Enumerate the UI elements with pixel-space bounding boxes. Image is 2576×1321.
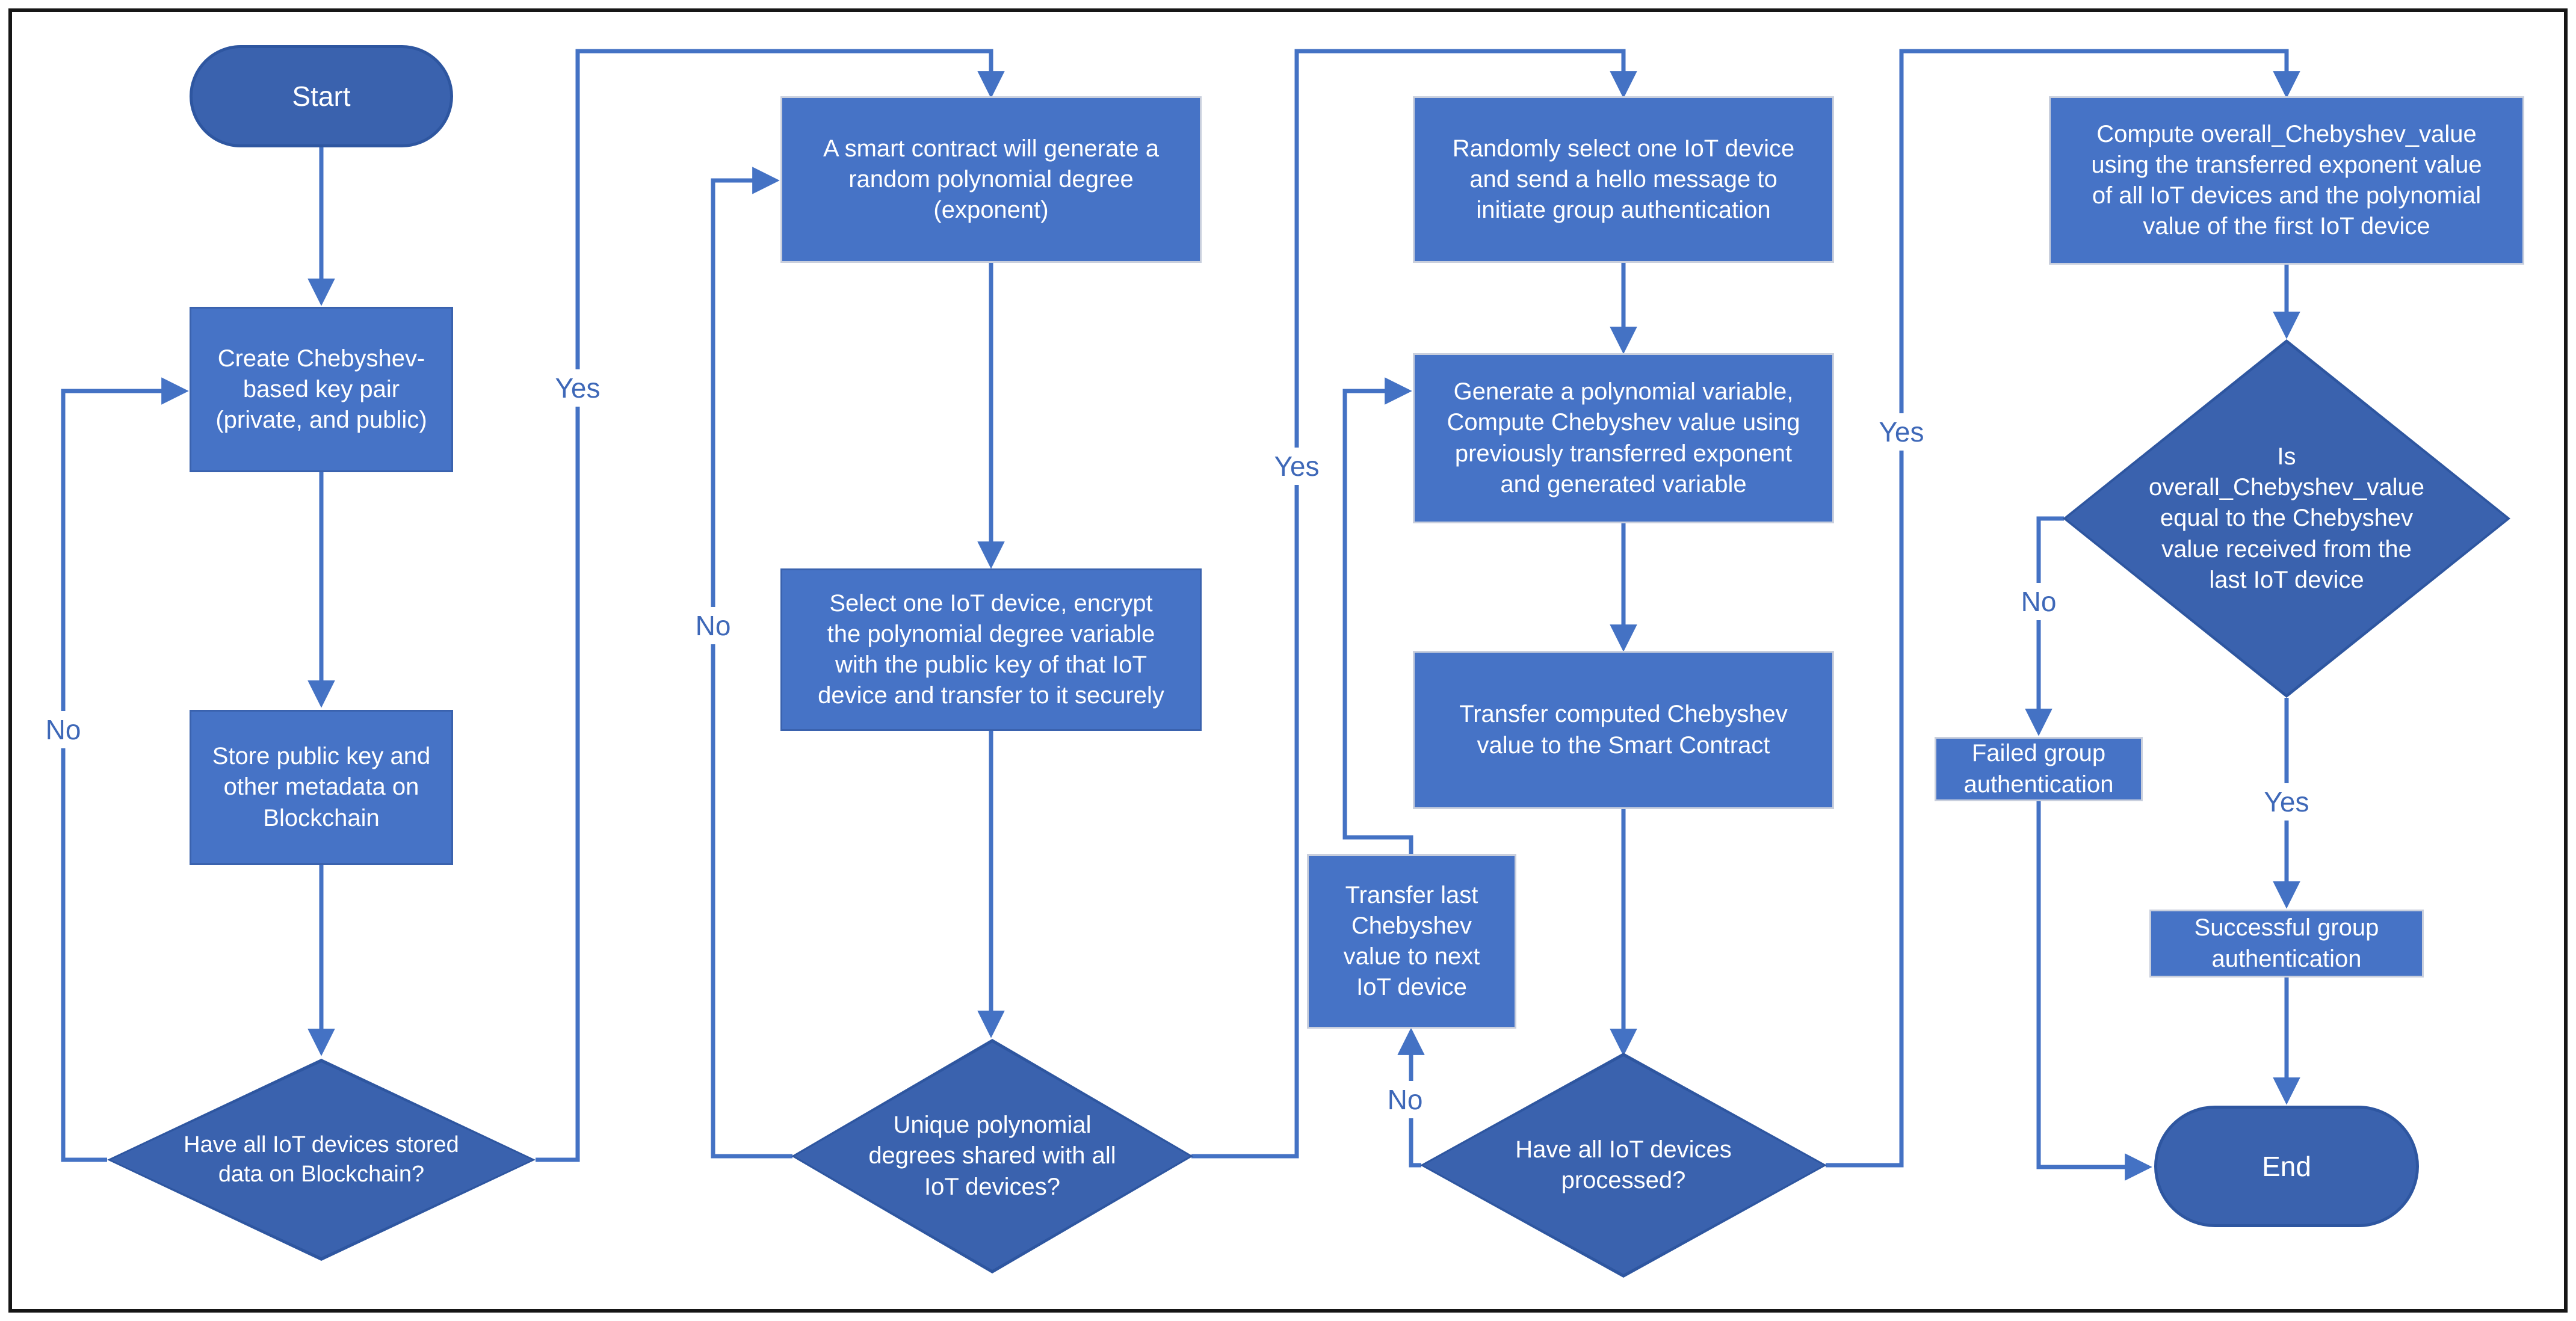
node-decision-unique-degrees-label: Unique polynomial degrees shared with al… — [868, 1112, 1116, 1200]
edge-d2-yes-to-randomly — [1191, 49, 1637, 1159]
node-generate-variable-compute: Generate a polynomial variable, Compute … — [1413, 353, 1834, 523]
node-successful-auth: Successful group authentication — [2149, 910, 2424, 978]
node-failed-auth: Failed group authentication — [1935, 737, 2143, 801]
node-decision-overall-equal: Is overall_Chebyshev_value equal to the … — [2063, 339, 2510, 698]
edge-failed-to-end — [2036, 801, 2152, 1181]
node-transfer-last: Transfer last Chebyshev value to next Io… — [1307, 854, 1516, 1029]
edge-label-d1-no: No — [39, 711, 87, 748]
node-generate-degree-label: A smart contract will generate a random … — [823, 135, 1160, 224]
node-transfer-last-label: Transfer last Chebyshev value to next Io… — [1343, 881, 1480, 1001]
edge-d4-no-to-failed — [2025, 516, 2064, 736]
edge-label-d1-yes: Yes — [549, 369, 607, 407]
edge-label-d2-yes: Yes — [1268, 448, 1326, 485]
node-store-public-key: Store public key and other metadata on B… — [190, 710, 453, 865]
node-create-keypair: Create Chebyshev- based key pair (privat… — [190, 307, 453, 472]
node-transfer-computed: Transfer computed Chebyshev value to the… — [1413, 651, 1834, 809]
node-generate-degree: A smart contract will generate a random … — [780, 96, 1202, 263]
edge-d1-yes-to-generate — [536, 49, 1005, 1162]
node-select-encrypt-transfer: Select one IoT device, encrypt the polyn… — [780, 568, 1202, 731]
node-start-label: Start — [292, 80, 351, 112]
node-decision-overall-equal-label: Is overall_Chebyshev_value equal to the … — [2148, 443, 2425, 593]
node-randomly-select-hello: Randomly select one IoT device and send … — [1413, 96, 1834, 263]
node-randomly-select-hello-label: Randomly select one IoT device and send … — [1452, 135, 1795, 224]
edge-label-d2-no: No — [689, 607, 737, 644]
figure-frame — [8, 8, 2568, 1313]
edge-label-d4-no: No — [2015, 583, 2063, 620]
node-end: End — [2154, 1106, 2419, 1227]
node-create-keypair-label: Create Chebyshev- based key pair (privat… — [215, 345, 427, 434]
node-decision-all-devices-processed: Have all IoT devices processed? — [1420, 1053, 1827, 1278]
node-compute-overall: Compute overall_Chebyshev_value using th… — [2049, 96, 2524, 265]
node-transfer-computed-label: Transfer computed Chebyshev value to the… — [1459, 701, 1788, 759]
edge-label-d3-no: No — [1381, 1081, 1429, 1118]
edge-d3-yes-to-compute — [1826, 49, 2300, 1168]
node-start: Start — [190, 45, 453, 147]
edge-label-d3-yes: Yes — [1873, 413, 1930, 451]
node-decision-unique-degrees: Unique polynomial degrees shared with al… — [791, 1039, 1193, 1273]
edge-transferlast-loop — [1342, 377, 1413, 854]
edge-d2-no-loop — [711, 167, 792, 1159]
node-successful-auth-label: Successful group authentication — [2194, 914, 2379, 972]
edge-label-d4-yes: Yes — [2258, 783, 2315, 821]
node-compute-overall-label: Compute overall_Chebyshev_value using th… — [2091, 120, 2482, 240]
node-generate-variable-compute-label: Generate a polynomial variable, Compute … — [1447, 378, 1800, 497]
node-failed-auth-label: Failed group authentication — [1963, 740, 2114, 798]
node-decision-all-devices-stored-label: Have all IoT devices stored data on Bloc… — [184, 1132, 459, 1187]
edge-d1-no-loop — [61, 377, 189, 1162]
node-decision-all-devices-stored: Have all IoT devices stored data on Bloc… — [107, 1059, 536, 1261]
node-end-label: End — [2262, 1150, 2311, 1182]
node-decision-all-devices-processed-label: Have all IoT devices processed? — [1515, 1136, 1732, 1193]
edge-d3-no-to-transferlast — [1397, 1027, 1425, 1168]
node-store-public-key-label: Store public key and other metadata on B… — [212, 743, 431, 831]
node-select-encrypt-transfer-label: Select one IoT device, encrypt the polyn… — [818, 590, 1164, 709]
